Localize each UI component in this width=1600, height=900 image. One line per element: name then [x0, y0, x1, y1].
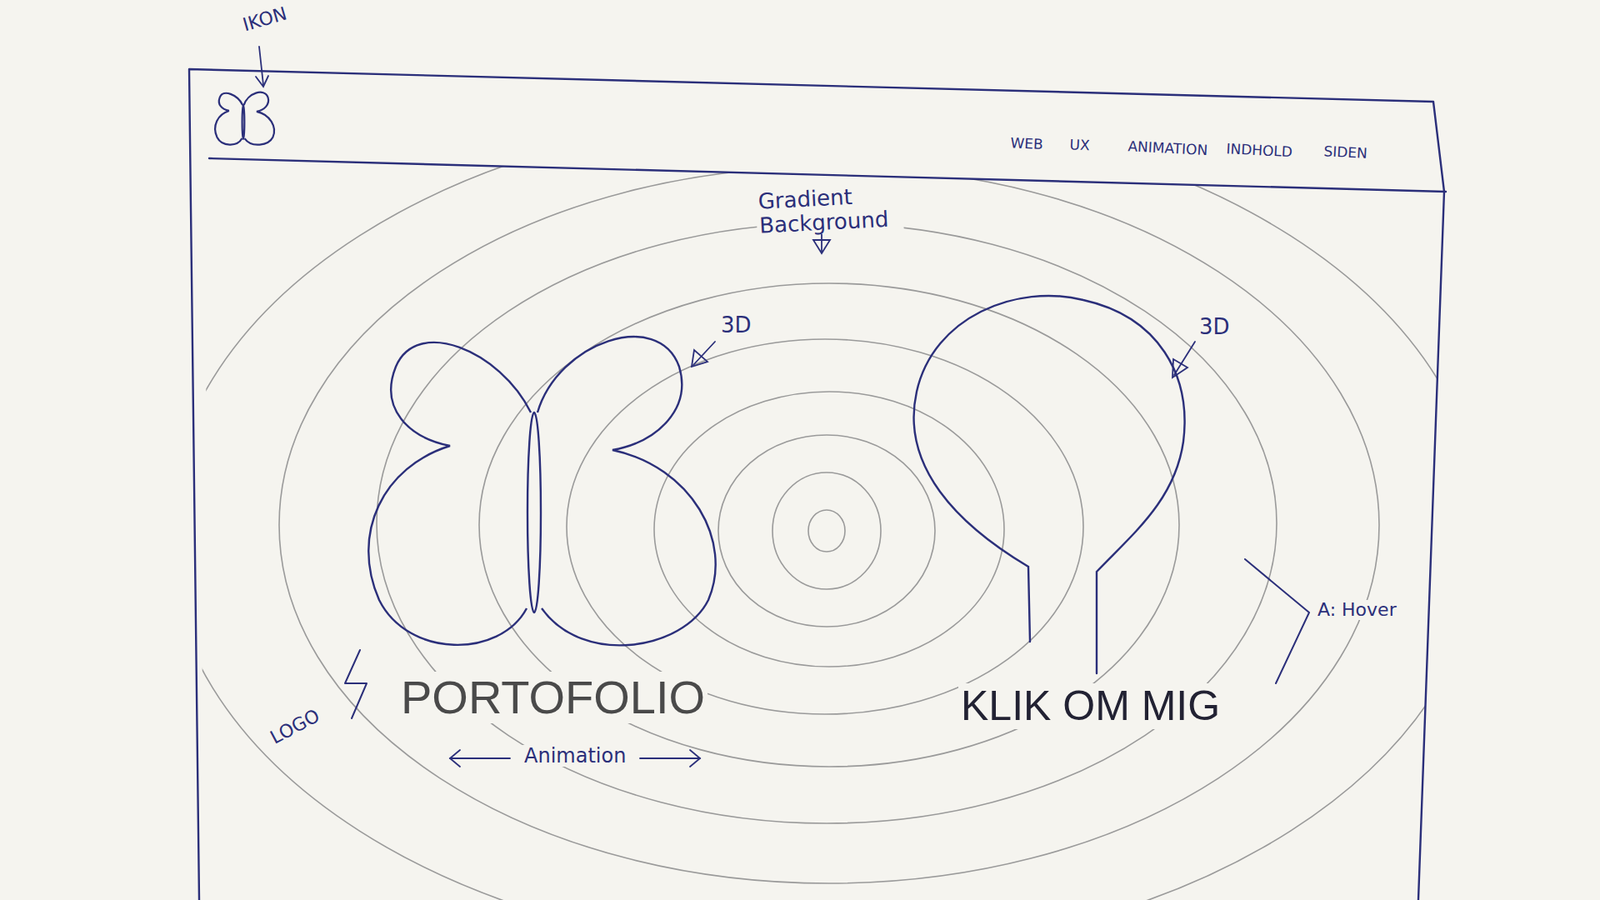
nav-item: INDHOLD: [1223, 140, 1295, 160]
nav-item: WEB: [1007, 135, 1046, 153]
icon-note: IKON: [238, 3, 292, 37]
portfolio-logo-text: PORTOFOLIO: [398, 671, 708, 724]
hover-bracket: [1245, 559, 1310, 684]
3d-note: 3D: [1196, 315, 1233, 340]
gradient-rings: [166, 112, 1484, 900]
browser-frame: [189, 69, 1446, 900]
nav-item: ANIMATION: [1125, 138, 1211, 159]
balloon-3d: [914, 295, 1185, 674]
leader-arrow: [255, 46, 269, 87]
nav-item: UX: [1066, 136, 1093, 154]
hover-note: A: Hover: [1315, 600, 1400, 620]
logo-note: LOGO: [265, 705, 325, 750]
3d-note: 3D: [718, 313, 755, 338]
background-note: Gradient Background: [755, 182, 905, 238]
nav-item: SIDEN: [1320, 143, 1370, 162]
animation-note: Animation: [521, 745, 629, 767]
butterfly-3d: [368, 336, 715, 645]
about-link-text: KLIK OM MIG: [958, 683, 1223, 730]
icon-butterfly: [215, 92, 275, 145]
logo-bracket: [345, 650, 367, 719]
leader-arrow: [691, 341, 1195, 378]
